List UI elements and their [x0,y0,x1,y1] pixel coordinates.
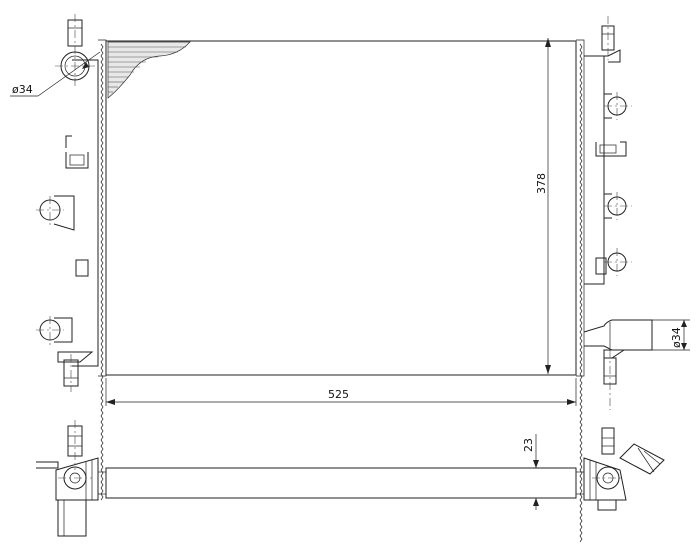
core-side [105,467,577,499]
height-value: 378 [535,173,548,194]
inlet-diameter-callout: ø34 [10,51,101,97]
radiator-core [105,40,577,376]
width-dimension: 525 [105,378,577,406]
height-dimension: 378 [535,38,551,374]
inlet-diameter-value: ø34 [12,83,33,96]
depth-dimension: 23 [522,434,539,510]
top-view: 23 [36,420,665,537]
fin-hatching [107,41,191,99]
front-view: 378 525 ø34 ø34 [10,14,690,543]
outlet-diameter-callout: ø34 [652,319,690,351]
depth-value: 23 [522,438,535,452]
outlet-diameter-value: ø34 [670,327,683,348]
right-tank [576,16,653,543]
width-value: 525 [328,388,349,401]
left-tank [36,14,107,501]
